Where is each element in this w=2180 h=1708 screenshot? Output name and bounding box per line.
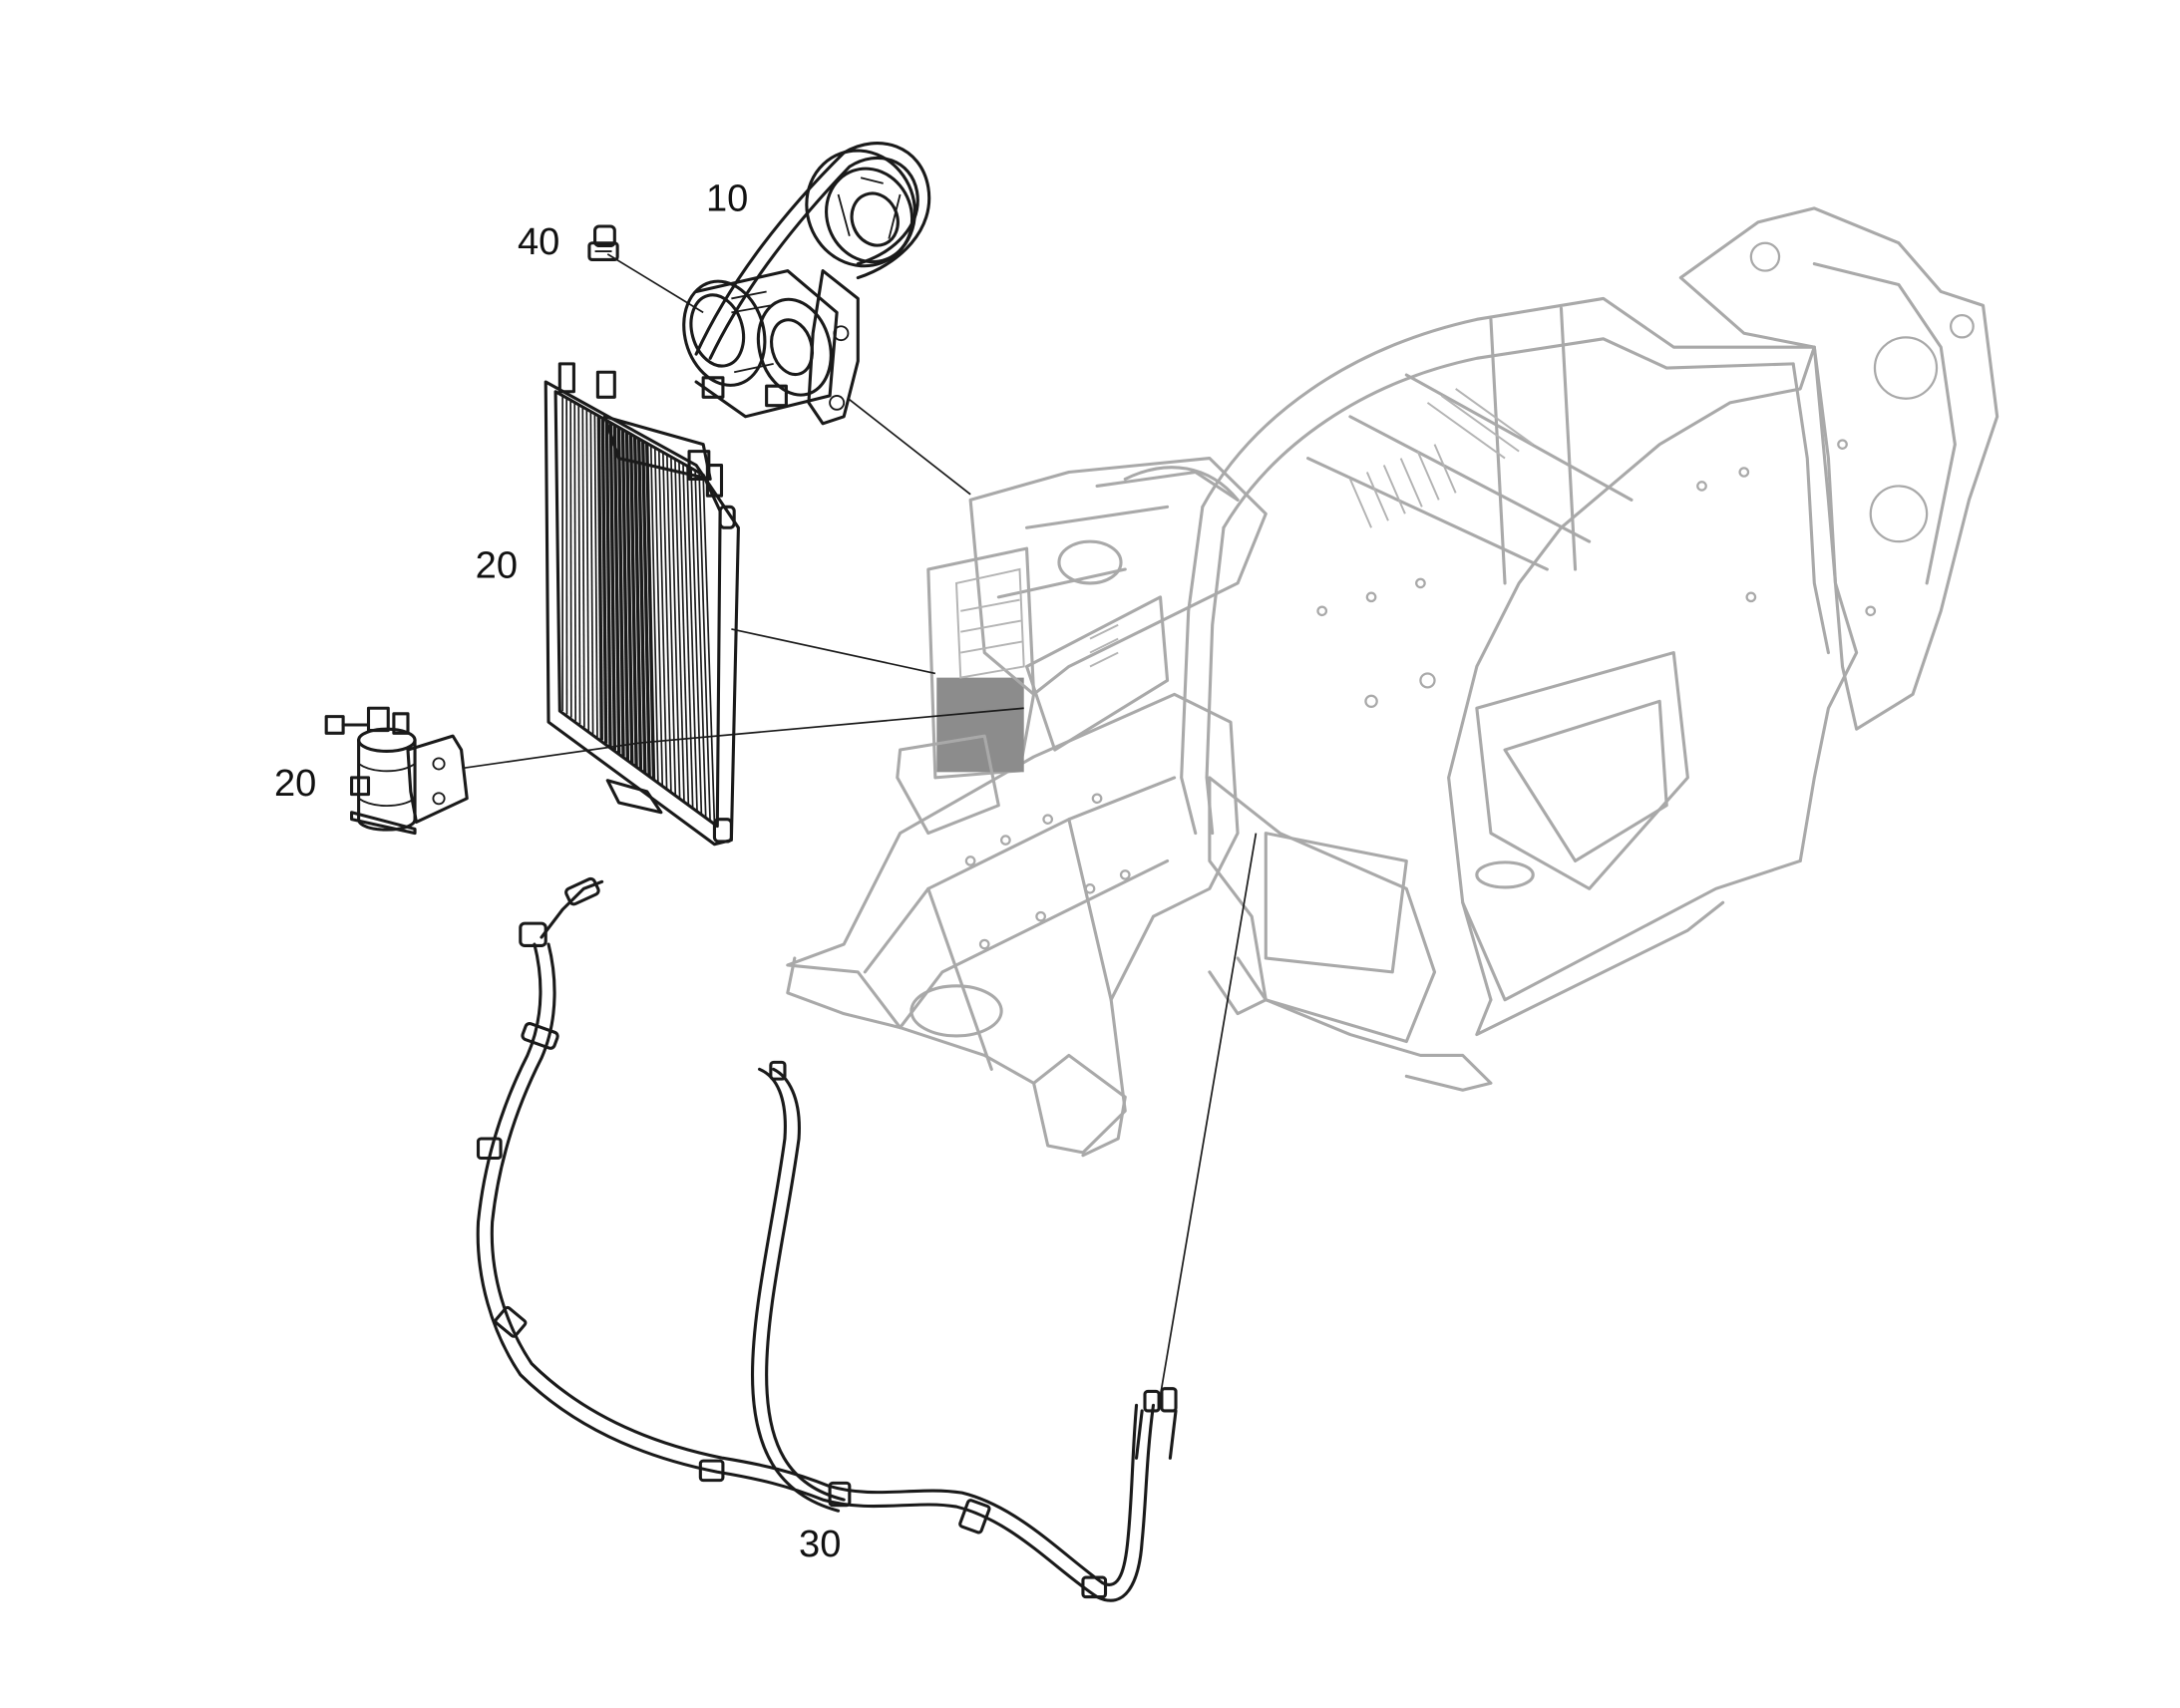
pressure-switch bbox=[587, 224, 619, 261]
part-label-20-drier: 20 bbox=[274, 763, 316, 805]
part-label-30: 30 bbox=[799, 1524, 841, 1565]
refrigerant-hoses bbox=[476, 876, 1178, 1602]
condenser-fin bbox=[636, 439, 647, 774]
condenser-fin bbox=[585, 409, 590, 731]
part-labels: 10 40 20 20 30 bbox=[274, 178, 841, 1565]
condenser-fin bbox=[593, 414, 598, 738]
condenser bbox=[544, 362, 740, 847]
condenser-fin bbox=[645, 444, 656, 780]
condenser-fin bbox=[649, 446, 659, 783]
condenser-fin bbox=[662, 453, 672, 793]
condenser-fin bbox=[604, 421, 612, 747]
part-label-20-condenser: 20 bbox=[476, 545, 518, 587]
condenser-fin bbox=[573, 402, 577, 721]
part-label-10: 10 bbox=[706, 178, 748, 220]
condenser-fin bbox=[694, 472, 707, 819]
receiver-drier bbox=[324, 706, 469, 836]
machine-chassis bbox=[786, 206, 1999, 1158]
condenser-fin bbox=[674, 460, 685, 803]
condenser-fin bbox=[653, 448, 664, 787]
condenser-fin bbox=[686, 467, 698, 813]
condenser-fin bbox=[577, 405, 581, 725]
condenser-fin bbox=[657, 451, 668, 790]
condenser-fin bbox=[620, 430, 630, 761]
condenser-fin bbox=[690, 469, 703, 816]
condenser-fin bbox=[616, 428, 625, 757]
leader-lines bbox=[464, 253, 1258, 1396]
condenser-fin bbox=[682, 465, 694, 809]
condenser-fin bbox=[600, 418, 608, 744]
condenser-fins bbox=[561, 395, 716, 826]
condenser-fin bbox=[608, 423, 617, 751]
condenser-fin bbox=[678, 462, 690, 806]
part-label-40: 40 bbox=[518, 221, 559, 263]
compressor-assembly bbox=[682, 142, 931, 426]
condenser-fin bbox=[628, 435, 638, 767]
condenser-fin bbox=[569, 400, 572, 718]
condenser-fin bbox=[581, 407, 585, 728]
condenser-fin bbox=[589, 412, 594, 734]
condenser-fin bbox=[666, 455, 677, 796]
condenser-fin bbox=[641, 442, 651, 777]
condenser-fin bbox=[596, 416, 603, 741]
condenser-fin bbox=[670, 458, 681, 800]
condenser-fin bbox=[612, 425, 621, 754]
frame-holes bbox=[964, 439, 1877, 950]
condenser-fin bbox=[698, 474, 711, 823]
shaded-radiator bbox=[936, 677, 1024, 773]
condenser-fin bbox=[632, 437, 643, 770]
condenser-fin bbox=[702, 476, 716, 826]
condenser-fin bbox=[624, 432, 634, 764]
